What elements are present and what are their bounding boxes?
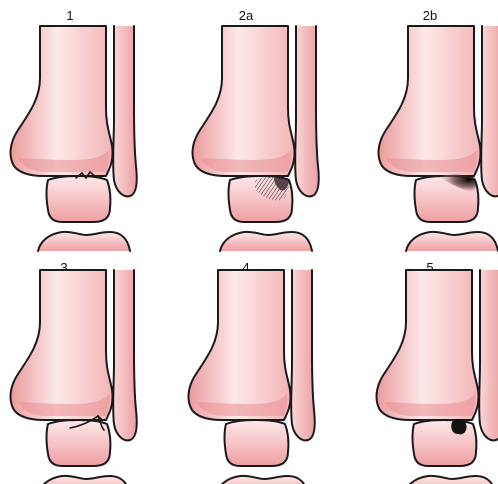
ankle-illustration	[377, 270, 498, 484]
stage-label: 2b	[423, 8, 437, 23]
ankle-illustration	[379, 26, 498, 251]
ankle-bones	[193, 26, 319, 251]
stage-label: 2a	[239, 8, 254, 23]
ankle-illustration	[193, 26, 319, 251]
ankle-illustration	[11, 26, 137, 251]
stage-label: 1	[66, 8, 73, 23]
ankle-bones	[377, 270, 498, 484]
cyst-lesion	[451, 419, 466, 434]
ankle-bones	[11, 26, 137, 251]
ankle-bones	[189, 270, 315, 484]
ankle-bones	[379, 26, 498, 251]
ankle-bones	[11, 270, 137, 484]
ankle-illustration	[189, 270, 315, 484]
ankle-illustration	[11, 270, 137, 484]
